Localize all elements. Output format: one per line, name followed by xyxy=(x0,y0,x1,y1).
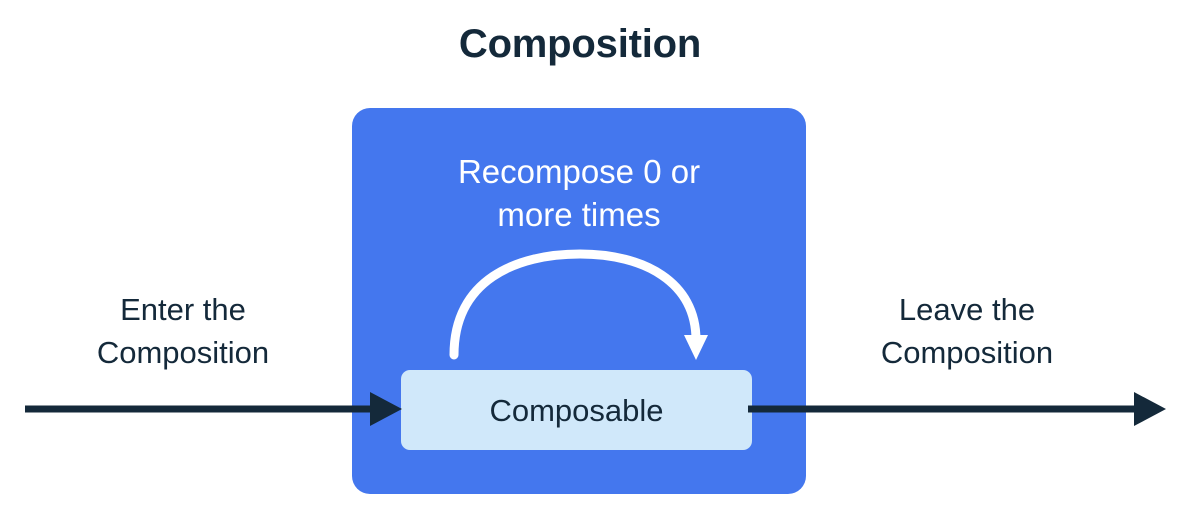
recompose-loop-icon xyxy=(449,249,708,360)
recompose-caption: Recompose 0 or more times xyxy=(457,153,701,233)
leave-composition-label: Leave the Composition xyxy=(880,292,1054,370)
enter-composition-arrow-icon xyxy=(25,392,402,426)
leave-composition-arrow-icon xyxy=(748,392,1166,426)
page-title: Composition xyxy=(458,22,702,66)
composable-node: Composable xyxy=(401,370,752,450)
composable-node-label: Composable xyxy=(489,392,664,428)
enter-composition-label: Enter the Composition xyxy=(96,292,270,370)
